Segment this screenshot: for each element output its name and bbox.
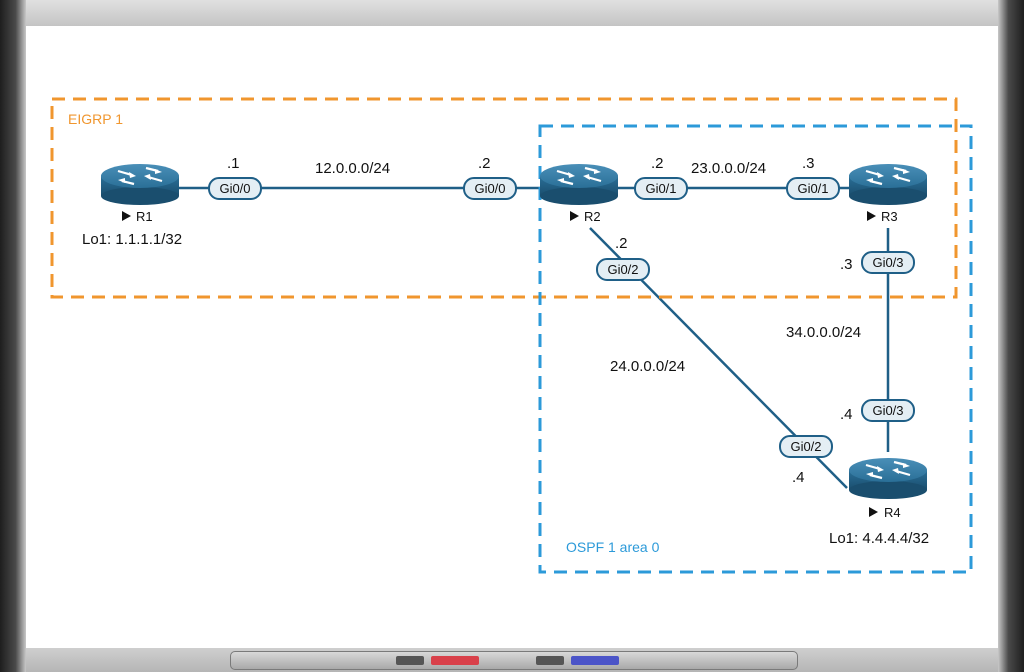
host-r2-gi01: .2 (651, 155, 664, 172)
port-r3-gi03-label: Gi0/3 (872, 255, 903, 270)
port-r1-gi00-label: Gi0/0 (219, 181, 250, 196)
host-r2-gi00: .2 (478, 155, 491, 172)
eigrp-domain-box (50, 97, 958, 299)
router-r2-icon (538, 162, 620, 207)
play-triangle-icon (867, 211, 876, 221)
r4-loopback-label: Lo1: 4.4.4.4/32 (829, 530, 929, 547)
marker-cap-icon (536, 656, 564, 665)
host-r1-gi00: .1 (227, 155, 240, 172)
subnet-r3-r4: 34.0.0.0/24 (786, 324, 861, 341)
r1-loopback-label: Lo1: 1.1.1.1/32 (82, 231, 182, 248)
whiteboard-frame-top (0, 0, 1024, 26)
marker-cap-icon (396, 656, 424, 665)
whiteboard-frame-left (0, 0, 26, 672)
eigrp-domain-label: EIGRP 1 (68, 111, 123, 127)
subnet-r1-r2: 12.0.0.0/24 (315, 160, 390, 177)
whiteboard-surface (26, 26, 998, 648)
host-r4-gi02: .4 (792, 469, 805, 486)
port-r4-gi02-label: Gi0/2 (790, 439, 821, 454)
router-r4-label: R4 (884, 505, 901, 520)
subnet-r2-r4: 24.0.0.0/24 (610, 358, 685, 375)
whiteboard-frame-right (998, 0, 1024, 672)
host-r2-gi02: .2 (615, 235, 628, 252)
port-r4-gi03: Gi0/3 (861, 399, 915, 422)
router-r4-icon (847, 456, 929, 501)
router-r3-label: R3 (881, 209, 898, 224)
play-triangle-icon (122, 211, 131, 221)
port-r2-gi01-label: Gi0/1 (645, 181, 676, 196)
host-r3-gi01: .3 (802, 155, 815, 172)
router-r1-label: R1 (136, 209, 153, 224)
play-triangle-icon (869, 507, 878, 517)
red-marker-icon (431, 656, 479, 665)
port-r4-gi03-label: Gi0/3 (872, 403, 903, 418)
port-r4-gi02: Gi0/2 (779, 435, 833, 458)
port-r2-gi00: Gi0/0 (463, 177, 517, 200)
port-r2-gi02: Gi0/2 (596, 258, 650, 281)
play-triangle-icon (570, 211, 579, 221)
port-r3-gi01-label: Gi0/1 (797, 181, 828, 196)
port-r2-gi00-label: Gi0/0 (474, 181, 505, 196)
port-r2-gi01: Gi0/1 (634, 177, 688, 200)
blue-marker-icon (571, 656, 619, 665)
port-r1-gi00: Gi0/0 (208, 177, 262, 200)
port-r3-gi03: Gi0/3 (861, 251, 915, 274)
port-r2-gi02-label: Gi0/2 (607, 262, 638, 277)
host-r4-gi03: .4 (840, 406, 853, 423)
marker-tray (230, 651, 798, 670)
port-r3-gi01: Gi0/1 (786, 177, 840, 200)
subnet-r2-r3: 23.0.0.0/24 (691, 160, 766, 177)
host-r3-gi03: .3 (840, 256, 853, 273)
ospf-domain-box (538, 124, 973, 574)
ospf-domain-label: OSPF 1 area 0 (566, 539, 660, 555)
router-r1-icon (99, 162, 181, 207)
router-r3-icon (847, 162, 929, 207)
router-r2-label: R2 (584, 209, 601, 224)
